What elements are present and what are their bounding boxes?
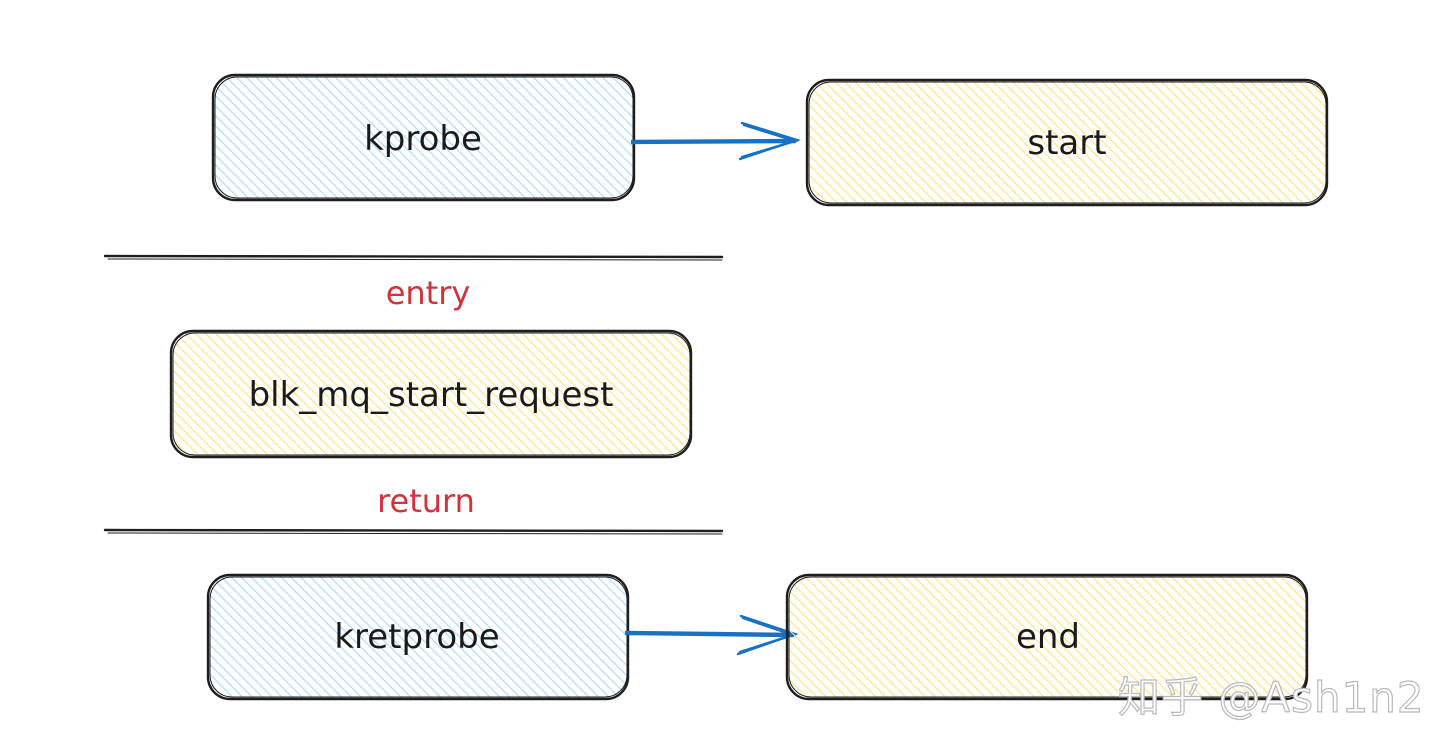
kretprobe-node[interactable]: kretprobe (206, 573, 630, 701)
kprobe-label: kprobe (364, 119, 482, 159)
end-node[interactable]: end (785, 573, 1309, 701)
kprobe-node[interactable]: kprobe (211, 73, 636, 202)
entry-label: entry (386, 274, 471, 312)
return-divider (103, 528, 724, 535)
end-label: end (1016, 617, 1080, 657)
arrow-kretprobe-to-end (624, 614, 799, 656)
return-label: return (377, 482, 475, 520)
arrow-kprobe-to-start (630, 121, 801, 161)
start-node[interactable]: start (805, 78, 1329, 207)
entry-divider (103, 254, 724, 261)
kretprobe-label: kretprobe (334, 617, 499, 657)
function-label: blk_mq_start_request (249, 375, 614, 415)
start-label: start (1027, 123, 1106, 163)
watermark-text: 知乎 @Ash1n2 (1117, 672, 1425, 722)
function-node[interactable]: blk_mq_start_request (169, 329, 693, 459)
